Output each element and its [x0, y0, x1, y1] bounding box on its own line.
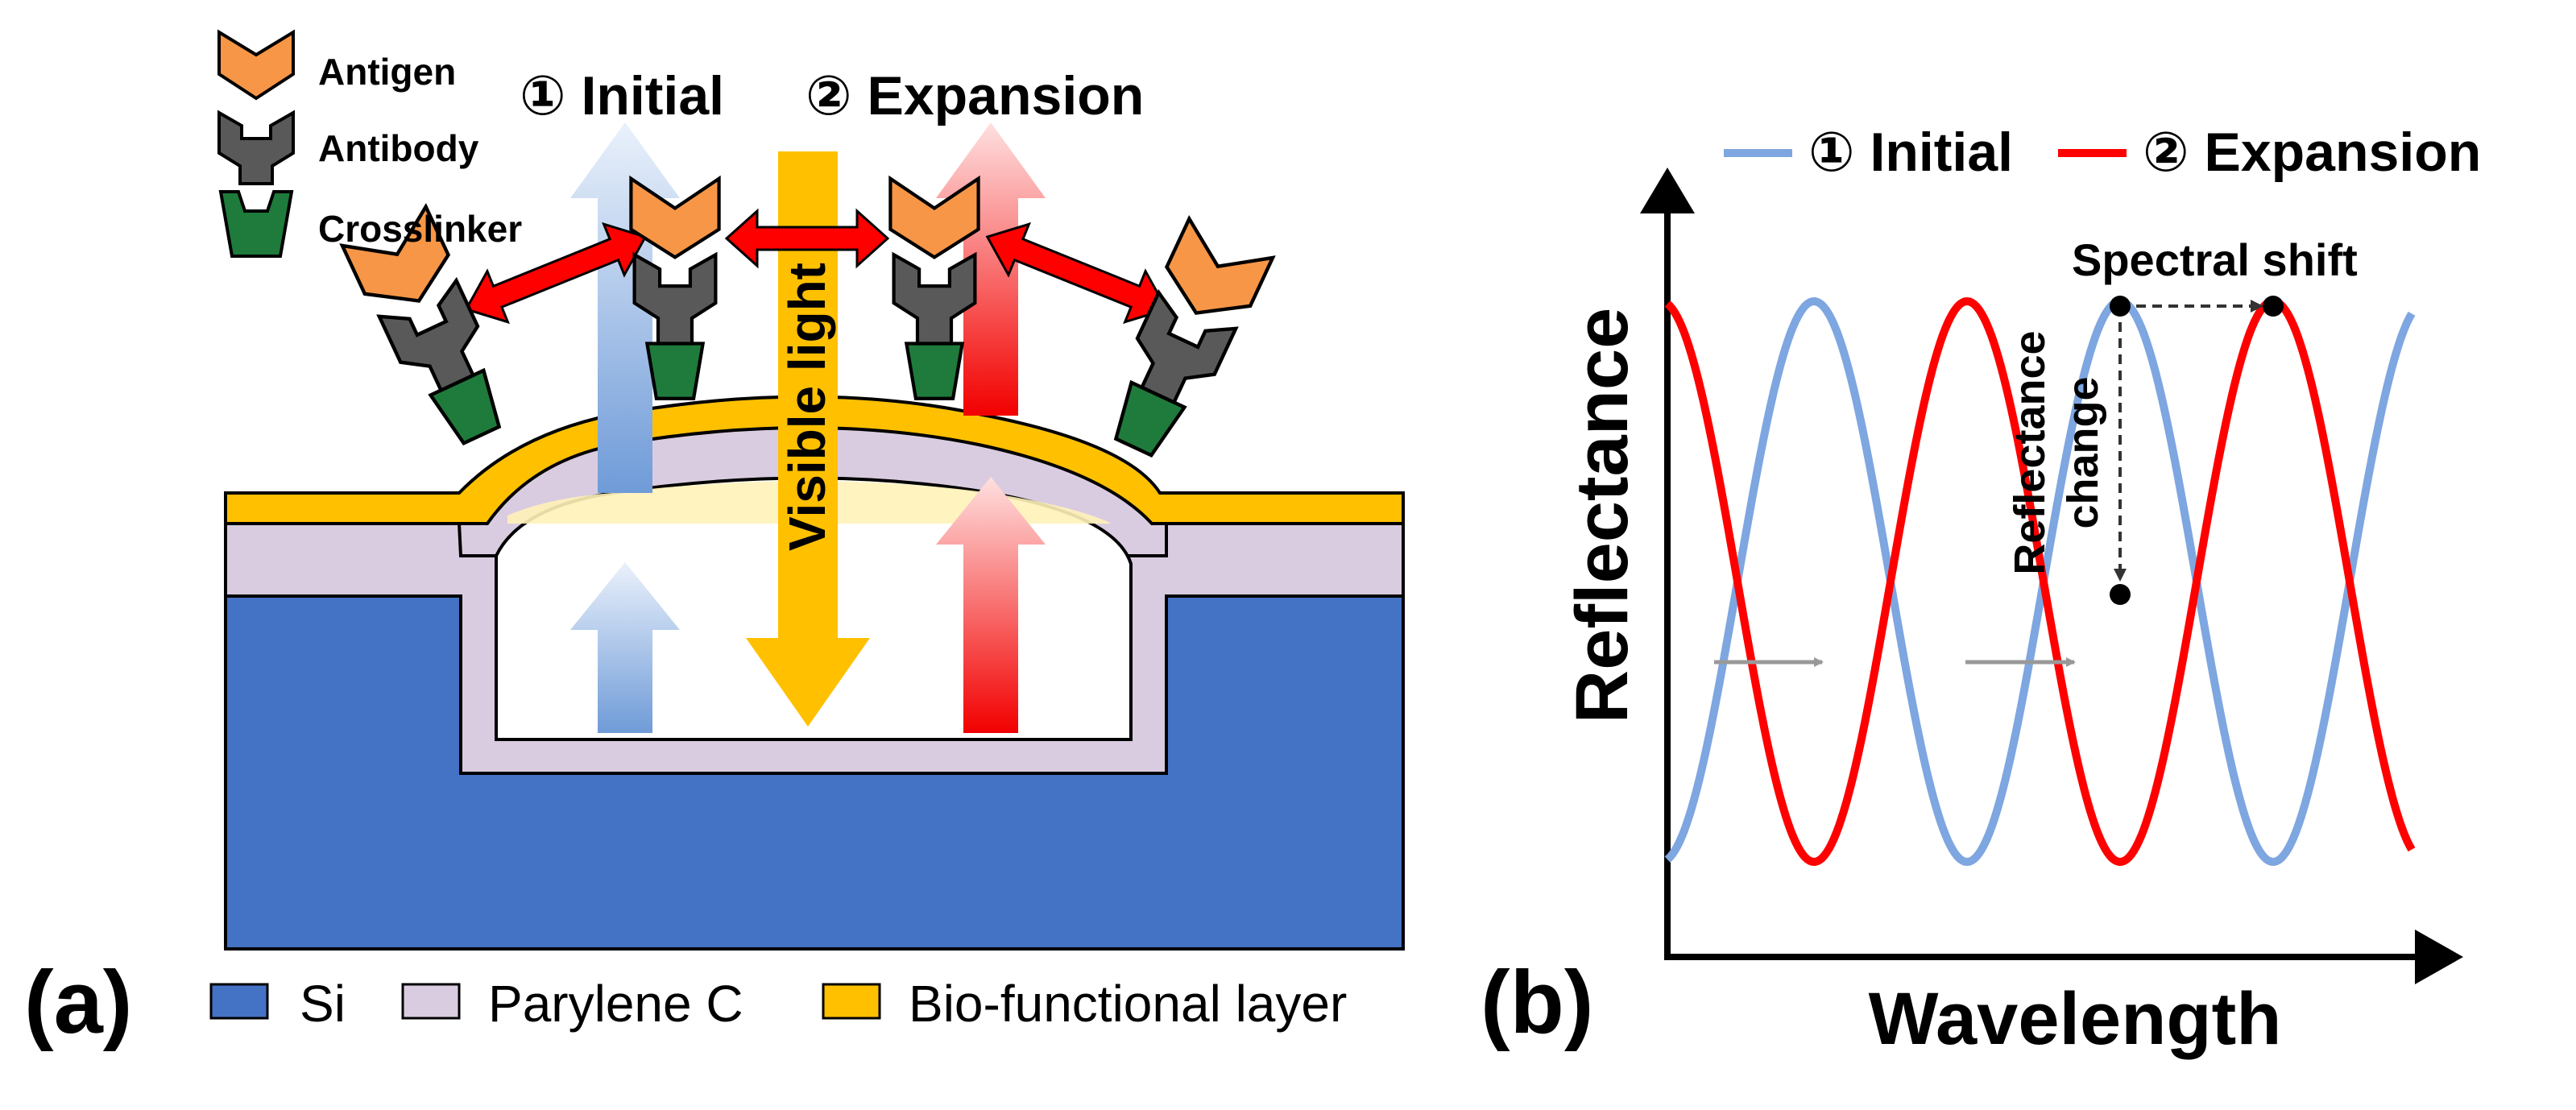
visible-light-arrow — [746, 151, 870, 727]
expansion-title: ② Expansion — [806, 65, 1144, 126]
antigen-icon — [217, 29, 295, 101]
reflectance-change-label-line2: change — [2059, 376, 2107, 528]
sensor-unit-3 — [888, 175, 980, 400]
reflectance-change-label-line1: Reflectance — [2006, 330, 2054, 574]
x-axis-arrowhead — [2415, 930, 2463, 984]
molecule-legend: Antigen Antibody Crosslinker — [217, 29, 522, 258]
expansion-arrow-lower — [936, 477, 1046, 733]
legend-antigen-label: Antigen — [318, 51, 456, 93]
antibody-icon — [217, 110, 295, 185]
expansion-peak-dot — [2263, 296, 2284, 317]
y-axis-label: Reflectance — [1561, 308, 1643, 723]
binding-double-arrow-center — [724, 208, 890, 269]
spectral-shift-label: Spectral shift — [2072, 234, 2358, 285]
si-swatch — [209, 983, 269, 1020]
reflectance-point-dot — [2110, 584, 2131, 605]
panel-b: ① Initial ② Expansion Spectral shift Ref… — [1481, 122, 2481, 1060]
initial-curve — [1664, 296, 2416, 867]
panel-a-label: (a) — [24, 953, 132, 1052]
panel-a: Visible light — [24, 29, 1405, 1052]
visible-light-label: Visible light — [778, 263, 836, 551]
crosslinker-icon — [218, 190, 294, 258]
sensor-unit-4 — [1113, 214, 1276, 458]
parylene-swatch — [401, 983, 461, 1020]
initial-arrow-lower — [570, 562, 680, 733]
legend-crosslinker-label: Crosslinker — [318, 208, 522, 250]
legend-parylene-label: Parylene C — [488, 975, 743, 1033]
y-axis-arrowhead — [1640, 168, 1695, 213]
bio-layer-swatch — [822, 983, 881, 1020]
initial-title: ① Initial — [520, 65, 724, 126]
initial-peak-dot — [2110, 296, 2131, 317]
sensor-unit-1 — [339, 202, 502, 446]
legend-bio-layer-label: Bio-functional layer — [909, 975, 1347, 1033]
sensor-unit-2 — [629, 175, 721, 400]
legend-si-label: Si — [300, 975, 346, 1033]
material-legend: Si Parylene C Bio-functional layer — [209, 975, 1347, 1033]
legend-antibody-label: Antibody — [318, 127, 479, 169]
panel-b-label: (b) — [1481, 953, 1593, 1052]
expansion-curve — [1664, 296, 2416, 867]
legend-initial-label: ① Initial — [1808, 122, 2013, 183]
x-axis-label: Wavelength — [1869, 978, 2282, 1060]
legend-expansion-label: ② Expansion — [2143, 122, 2481, 183]
